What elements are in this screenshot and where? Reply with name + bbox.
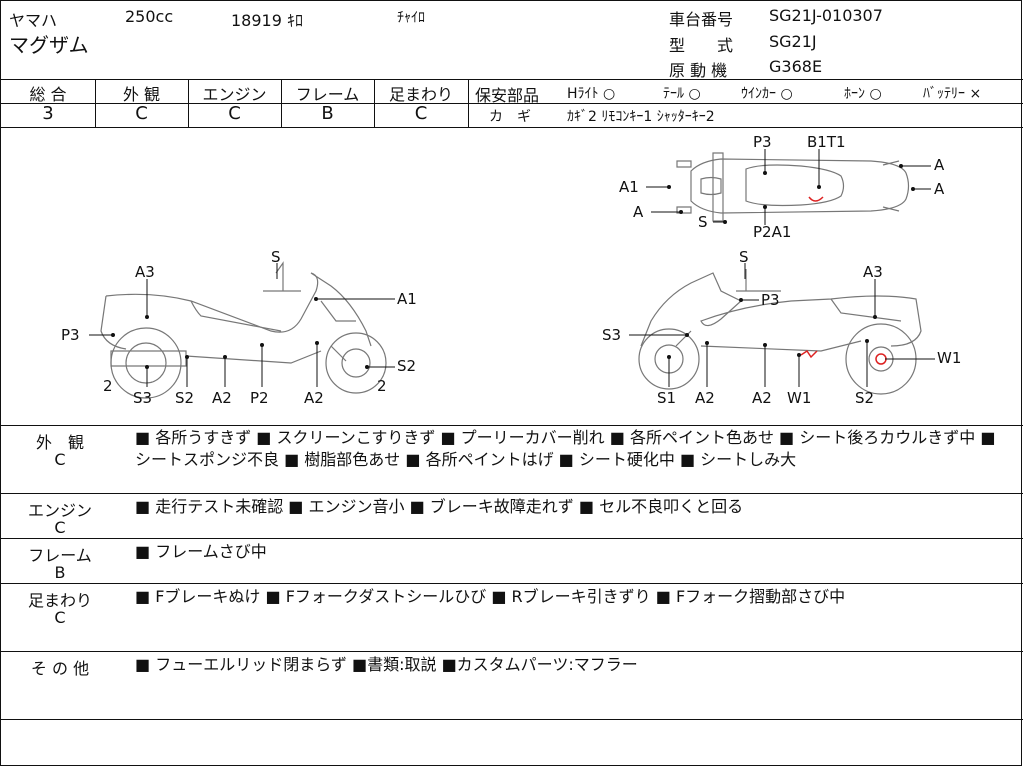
diagram-label: S2 xyxy=(855,389,874,407)
diagram-label: S3 xyxy=(602,326,621,344)
grade-label-suspension: 足まわり xyxy=(388,85,453,104)
grade-label-engine: エンジン xyxy=(202,85,267,104)
diagram-label: S3 xyxy=(133,389,152,407)
note-grade-exterior: C xyxy=(54,450,66,469)
note-category-exterior: 外 観 xyxy=(35,433,84,452)
grade-label-frame: フレーム xyxy=(295,85,360,104)
safety-item-headlight: Hﾗｲﾄ ○ xyxy=(567,86,616,102)
engine-value: G368E xyxy=(769,57,823,76)
note-grade-frame: B xyxy=(54,563,66,582)
ok-mark: ○ xyxy=(602,86,616,102)
diagram-label: A xyxy=(633,203,644,221)
grade-label-exterior: 外 観 xyxy=(122,85,161,104)
grade-label-overall: 総 合 xyxy=(29,85,67,104)
diagram-label: P3 xyxy=(61,326,80,344)
safety-label: 保安部品 xyxy=(475,86,540,105)
note-text-engine: ■ 走行テスト未確認 ■ エンジン音小 ■ ブレーキ故障走れず ■ セル不良叩く… xyxy=(135,497,744,516)
note-category-frame: フレーム xyxy=(28,546,92,565)
keys-label: カ ギ xyxy=(489,109,531,125)
diagram-label: A2 xyxy=(695,389,715,407)
note-text-frame: ■ フレームさび中 xyxy=(135,542,267,561)
diagram-label: W1 xyxy=(787,389,811,407)
note-category-other: そ の 他 xyxy=(30,659,90,678)
safety-item-tail: ﾃｰﾙ ○ xyxy=(663,86,701,102)
ok-mark: ○ xyxy=(688,86,701,102)
diagram-labels: P3 B1T1 A A1 A A S P2A1 S A3 A1 P3 S2 2 … xyxy=(61,133,961,407)
grade-value-exterior: C xyxy=(135,103,148,124)
note-category-engine: エンジン xyxy=(27,501,92,520)
diagram-label: S xyxy=(698,213,708,231)
type-value: SG21J xyxy=(769,32,817,51)
diagram-label: S1 xyxy=(657,389,676,407)
grade-value-engine: C xyxy=(228,103,241,124)
diagram-label: W1 xyxy=(937,349,961,367)
diagram-label: B1T1 xyxy=(807,133,846,151)
grade-value-suspension: C xyxy=(414,103,428,124)
note-text-suspension: ■ Fブレーキぬけ ■ Fフォークダストシールひび ■ Rブレーキ引きずり ■ … xyxy=(135,587,846,606)
type-label: 型 式 xyxy=(669,36,734,55)
diagram-label: 2 xyxy=(103,377,113,395)
diagram-label: A3 xyxy=(135,263,155,281)
diagram-label: S2 xyxy=(397,357,416,375)
chassis-value: SG21J-010307 xyxy=(769,6,883,25)
chassis-label: 車台番号 xyxy=(669,10,734,29)
note-text-exterior: ■ 各所うすきず ■ スクリーンこすりきず ■ プーリーカバー削れ ■ 各所ペイ… xyxy=(135,428,996,469)
safety-item-winker: ｳｲﾝｶｰ ○ xyxy=(741,86,793,102)
diagram-label: A2 xyxy=(212,389,232,407)
diagram-label: S xyxy=(271,248,281,266)
diagram-label: A xyxy=(934,156,945,174)
diagram-label: A3 xyxy=(863,263,883,281)
ok-mark: ○ xyxy=(869,86,882,102)
scooter-top-view xyxy=(676,152,910,222)
note-grade-engine: C xyxy=(54,518,66,537)
grade-value-overall: 3 xyxy=(42,103,54,124)
note-text-other: ■ フューエルリッド閉まらず ■書類:取説 ■カスタムパーツ:マフラー xyxy=(135,655,638,674)
note-grade-suspension: C xyxy=(54,608,66,627)
diagram-label: S2 xyxy=(175,389,194,407)
scooter-right-view xyxy=(638,269,922,395)
damage-diagram: P3 B1T1 A A1 A A S P2A1 S A3 A1 P3 S2 2 … xyxy=(61,133,961,407)
diagram-label: P2A1 xyxy=(753,223,791,241)
diagram-label: A1 xyxy=(397,290,417,308)
model-name: マグザム xyxy=(9,33,89,57)
keys-value: ｶｷﾞ2 ﾘﾓｺﾝｷｰ1 ｼｬｯﾀｰｷｰ2 xyxy=(567,109,715,125)
ok-mark: ○ xyxy=(780,86,793,102)
color: ﾁｬｲﾛ xyxy=(397,10,425,26)
note-category-suspension: 足まわり xyxy=(27,591,92,610)
displacement: 250cc xyxy=(125,7,174,26)
maker: ヤマハ xyxy=(9,11,58,30)
diagram-label: A xyxy=(934,180,945,198)
diagram-label: A1 xyxy=(619,178,639,196)
safety-item-horn: ﾎｰﾝ ○ xyxy=(844,86,882,102)
diagram-label: P3 xyxy=(753,133,772,151)
diagram-label: A2 xyxy=(304,389,324,407)
diagram-label: 2 xyxy=(377,377,387,395)
grade-value-frame: B xyxy=(321,103,334,124)
diagram-label: S xyxy=(739,248,749,266)
mileage: 18919 ｷﾛ xyxy=(231,11,303,30)
ng-mark: × xyxy=(969,86,982,102)
diagram-label: P2 xyxy=(250,389,269,407)
scooter-left-view xyxy=(100,261,387,399)
safety-item-battery: ﾊﾞｯﾃﾘｰ × xyxy=(923,86,982,102)
diagram-label: P3 xyxy=(761,291,780,309)
engine-label: 原 動 機 xyxy=(669,61,728,80)
diagram-label: A2 xyxy=(752,389,772,407)
